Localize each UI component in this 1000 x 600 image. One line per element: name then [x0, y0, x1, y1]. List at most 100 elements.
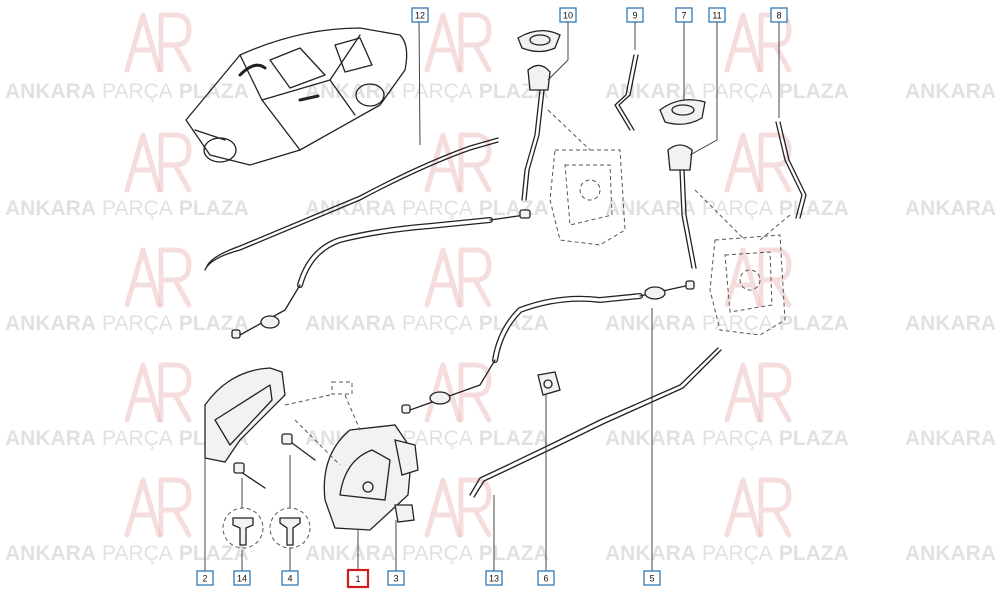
watermark-word: ANKARA [305, 80, 396, 103]
ap-logo-icon [124, 247, 192, 308]
ap-logo-icon [424, 477, 492, 538]
leader-lines [204, 20, 780, 571]
part-4-screw-detail [269, 507, 311, 549]
part-1-latch-assembly [294, 394, 419, 531]
watermark-word: PLAZA [479, 427, 549, 450]
part-10-rod [521, 64, 591, 201]
watermark-word: ANKARA [5, 312, 96, 335]
watermark-word: PLAZA [179, 312, 249, 335]
ap-logo-icon [424, 247, 492, 308]
part-6-bushing [537, 371, 561, 396]
watermark-word: ANKARA [5, 427, 96, 450]
ap-logo-icon [724, 477, 792, 538]
watermark-word: PARÇA [702, 312, 773, 335]
watermark-word: ANKARA [605, 427, 696, 450]
watermark-word: ANKARA [305, 197, 396, 220]
watermark-word: PLAZA [779, 197, 849, 220]
screw-diagonal [281, 433, 316, 461]
callout-1[interactable]: 1 [346, 568, 370, 589]
watermark-word: ANKARA [605, 197, 696, 220]
watermark-word: ANKARA [5, 197, 96, 220]
callout-box [233, 570, 251, 586]
callout-box [346, 568, 370, 589]
watermark-word: PLAZA [479, 197, 549, 220]
watermark-word: PARÇA [102, 542, 173, 565]
watermark-word: PLAZA [779, 312, 849, 335]
callout-10[interactable]: 10 [559, 7, 577, 23]
callout-8[interactable]: 8 [770, 7, 788, 23]
callout-box [281, 570, 299, 586]
ap-logo-icon [124, 132, 192, 193]
lock-mechanism-front [549, 149, 626, 246]
watermark-word: ANKARA [5, 80, 96, 103]
callout-box [485, 570, 503, 586]
watermark-word: PARÇA [102, 80, 173, 103]
callout-5[interactable]: 5 [643, 570, 661, 586]
watermark-word: PLAZA [779, 80, 849, 103]
callout-label: 1 [355, 574, 360, 584]
callout-label: 2 [202, 574, 207, 584]
callout-13[interactable]: 13 [485, 570, 503, 586]
callout-box [708, 7, 726, 23]
callout-label: 14 [237, 574, 247, 584]
ap-logo-icon [124, 12, 192, 73]
watermark-word: ANKARA [605, 312, 696, 335]
watermark-word: PARÇA [102, 312, 173, 335]
ap-logo-icon [724, 132, 792, 193]
callout-box [196, 570, 214, 586]
callout-11[interactable]: 11 [708, 7, 726, 23]
watermark-word: PLAZA [779, 427, 849, 450]
watermark-word: PARÇA [402, 427, 473, 450]
callout-box [537, 570, 555, 586]
part-10-grommet [517, 30, 561, 53]
ap-logo-icon [724, 362, 792, 423]
callout-box [626, 7, 644, 23]
callout-12[interactable]: 12 [411, 7, 429, 23]
watermark-word: PARÇA [402, 80, 473, 103]
watermark-word: PLAZA [179, 542, 249, 565]
watermark-word: ANKARA [305, 542, 396, 565]
callout-9[interactable]: 9 [626, 7, 644, 23]
watermark-word: PLAZA [479, 312, 549, 335]
callout-label: 3 [393, 574, 398, 584]
callout-box [411, 7, 429, 23]
watermark-word: ANKARA [605, 542, 696, 565]
callout-box [643, 570, 661, 586]
callout-label: 8 [776, 11, 781, 21]
watermark-word: ANKARA [905, 197, 996, 220]
callout-label: 11 [712, 11, 721, 21]
rod-13 [469, 347, 722, 498]
callout-2[interactable]: 2 [196, 570, 214, 586]
rod-12 [204, 137, 499, 271]
watermark-word: ANKARA [905, 542, 996, 565]
watermark-word: PLAZA [479, 542, 549, 565]
watermark-word: PARÇA [402, 312, 473, 335]
watermark-word: ANKARA [305, 312, 396, 335]
lower-cable [401, 280, 695, 414]
callout-7[interactable]: 7 [675, 7, 693, 23]
callout-label: 5 [649, 574, 654, 584]
part-7-grommet [659, 99, 706, 125]
callout-6[interactable]: 6 [537, 570, 555, 586]
screw-upper [233, 462, 266, 489]
part-2-inner-handle [204, 367, 353, 463]
callout-14[interactable]: 14 [233, 570, 251, 586]
callout-4[interactable]: 4 [281, 570, 299, 586]
ap-logo-icon [424, 12, 492, 73]
watermark-word: PLAZA [779, 542, 849, 565]
callout-3[interactable]: 3 [387, 570, 405, 586]
